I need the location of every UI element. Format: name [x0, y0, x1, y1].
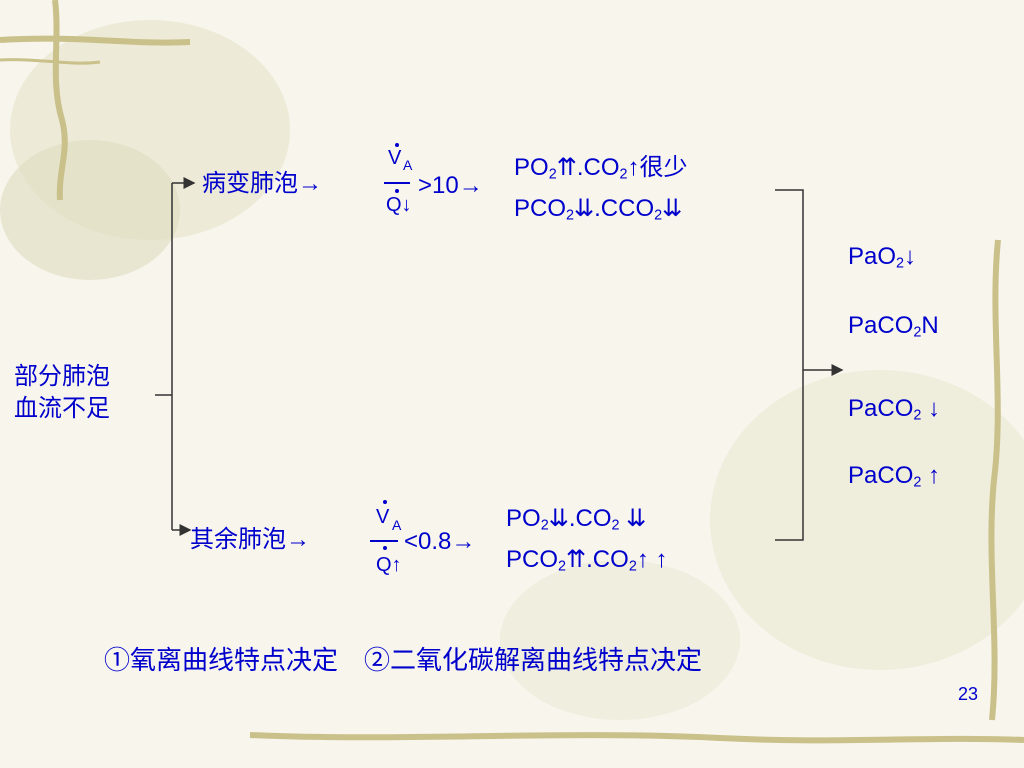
result-paco2-down: PaCO2 ↓	[848, 395, 941, 424]
lower-branch-label: 其余肺泡→	[190, 526, 310, 553]
upper-pco2-line: PCO2⇊.CCO2⇊	[514, 195, 683, 224]
result-paco2-up: PaCO2 ↑	[848, 462, 941, 491]
lower-ratio: <0.8→	[404, 528, 476, 555]
upper-ratio: >10→	[418, 172, 483, 199]
upper-q-dot	[395, 189, 399, 193]
lower-v-letter: V	[376, 506, 390, 528]
upper-v-dot	[395, 143, 399, 147]
lower-fraction-bar	[370, 540, 398, 542]
result-paco2-normal: PaCO2N	[848, 312, 939, 341]
left-bracket	[155, 177, 196, 536]
lower-v-dot	[383, 500, 387, 504]
upper-branch-label: 病变肺泡→	[202, 170, 322, 197]
upper-a-subscript: A	[403, 157, 413, 173]
upper-fraction-bar	[384, 182, 410, 184]
right-bracket	[775, 189, 844, 541]
root-label-line2: 血流不足	[14, 395, 110, 422]
upper-v-letter: V	[388, 147, 402, 169]
lower-q-dot	[383, 546, 387, 550]
root-label-line1: 部分肺泡	[14, 363, 110, 390]
upper-q-value: Q↓	[386, 194, 412, 216]
upper-po2-line: PO2⇈.CO2↑很少	[514, 154, 688, 183]
lower-q-value: Q↑	[376, 554, 402, 576]
page-number: 23	[958, 684, 979, 704]
lower-a-subscript: A	[392, 517, 402, 533]
result-pao2: PaO2↓	[848, 243, 917, 272]
lower-po2-line: PO2⇊.CO2 ⇊	[506, 505, 647, 534]
lower-pco2-line: PCO2⇈.CO2↑ ↑	[506, 546, 668, 575]
footer-conclusion: ①氧离曲线特点决定 ②二氧化碳解离曲线特点决定	[104, 645, 703, 675]
